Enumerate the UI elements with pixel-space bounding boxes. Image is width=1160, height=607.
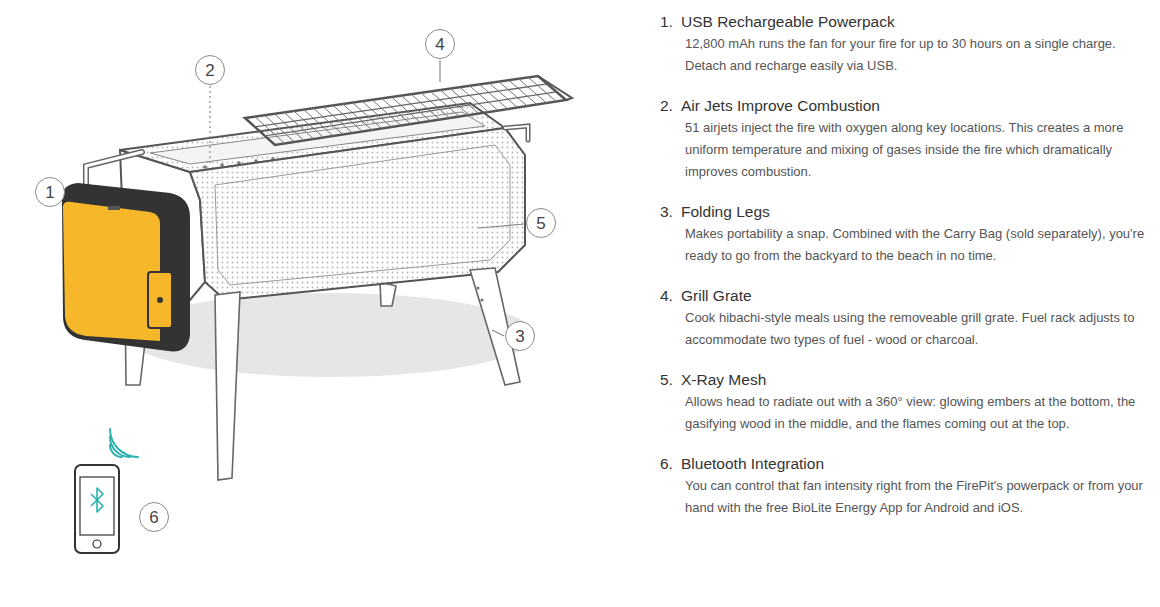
signal-waves xyxy=(110,429,138,457)
feature-description: Cook hibachi-style meals using the remov… xyxy=(685,307,1149,351)
grate-slat xyxy=(352,103,381,129)
callout-text: 5 xyxy=(536,215,545,232)
grate-handle xyxy=(538,76,572,100)
feature-list: 1. USB Rechargeable Powerpack12,800 mAh r… xyxy=(657,11,1149,537)
handle xyxy=(86,152,142,186)
usb-port xyxy=(108,206,120,210)
grate-slat xyxy=(333,105,362,131)
feature-heading: Grill Grate xyxy=(681,285,1149,307)
callout-text: 1 xyxy=(45,184,54,201)
grill-grate xyxy=(245,76,572,145)
grate-frame xyxy=(245,76,566,145)
feature-item: 3. Folding LegsMakes portability a snap. … xyxy=(657,201,1149,267)
feature-heading: Bluetooth Integration xyxy=(681,453,1149,475)
grate-slat xyxy=(382,98,411,124)
grate-slat xyxy=(509,80,537,104)
grate-slat xyxy=(255,117,285,144)
callout-text: 6 xyxy=(149,509,158,526)
callout-number: 4 xyxy=(425,29,455,59)
callout-number: 6 xyxy=(139,502,169,532)
leg xyxy=(215,292,240,480)
list-number: 3. xyxy=(660,201,673,223)
grate-rail xyxy=(255,84,547,127)
list-number: 1. xyxy=(660,11,673,33)
grate-slat xyxy=(313,108,343,134)
grate-slat xyxy=(460,87,489,112)
feature-description: 12,800 mAh runs the fan for your fire fo… xyxy=(685,33,1149,77)
leader-line xyxy=(492,330,504,336)
grate-slat xyxy=(362,101,391,127)
callout-number: 1 xyxy=(35,177,65,207)
grate-slat xyxy=(450,89,479,114)
grate-slat xyxy=(421,93,450,118)
grate-slat xyxy=(528,77,556,101)
grate-slat xyxy=(489,83,517,108)
grate-slat xyxy=(431,91,460,116)
leg-hinge xyxy=(476,286,479,289)
feature-description: You can control that fan intensity right… xyxy=(685,475,1149,519)
grate-slat xyxy=(294,111,324,138)
callout-text: 3 xyxy=(515,328,524,345)
feature-item: 5. X-Ray MeshAllows head to radiate out w… xyxy=(657,369,1149,435)
grate-slat xyxy=(265,115,295,142)
grate-slat xyxy=(470,86,498,111)
handle xyxy=(505,126,528,140)
feature-item: 4. Grill GrateCook hibachi-style meals us… xyxy=(657,285,1149,351)
feature-heading: USB Rechargeable Powerpack xyxy=(681,11,1149,33)
grate-slat xyxy=(440,90,469,115)
grate-slat xyxy=(372,100,401,126)
bluetooth-symbol xyxy=(91,488,103,512)
feature-heading: Folding Legs xyxy=(681,201,1149,223)
handle xyxy=(86,152,142,186)
phone-screen xyxy=(80,477,114,535)
grate-slat xyxy=(401,96,430,121)
grate-slat xyxy=(304,110,334,136)
list-number: 4. xyxy=(660,285,673,307)
grate-slat xyxy=(499,82,527,106)
grate-slat xyxy=(479,84,507,109)
feature-heading: Air Jets Improve Combustion xyxy=(681,95,1149,117)
grate-rail xyxy=(265,92,557,136)
feature-item: 1. USB Rechargeable Powerpack12,800 mAh r… xyxy=(657,11,1149,77)
grate-slat xyxy=(284,112,314,139)
feature-description: 51 airjets inject the fire with oxygen a… xyxy=(685,117,1149,183)
grate-slat xyxy=(343,104,372,130)
powerpack-panel xyxy=(148,272,172,328)
grate-slat xyxy=(392,97,421,123)
feature-description: Allows head to radiate out with a 360° v… xyxy=(685,391,1149,435)
callout-number: 3 xyxy=(505,321,535,351)
leader-line xyxy=(439,60,440,82)
list-number: 2. xyxy=(660,95,673,117)
feature-item: 6. Bluetooth IntegrationYou can control t… xyxy=(657,453,1149,519)
list-number: 5. xyxy=(660,369,673,391)
leader-line xyxy=(478,224,525,228)
leg xyxy=(380,282,396,306)
powerpack-frame xyxy=(62,183,190,351)
powerpack-button xyxy=(157,297,163,303)
callout-number: 5 xyxy=(526,208,556,238)
handle xyxy=(505,126,528,140)
callout-text: 4 xyxy=(435,36,444,53)
mesh-frame xyxy=(215,145,510,285)
grate-slat xyxy=(518,79,546,103)
grate-slat xyxy=(274,114,304,141)
leg-hinge xyxy=(480,298,483,301)
phone-button xyxy=(93,540,101,548)
grate-slat xyxy=(411,94,440,119)
phone xyxy=(75,465,119,553)
grate-slat xyxy=(323,107,352,133)
leader-line xyxy=(209,86,210,164)
list-number: 6. xyxy=(660,453,673,475)
feature-heading: X-Ray Mesh xyxy=(681,369,1149,391)
feature-description: Makes portability a snap. Combined with … xyxy=(685,223,1149,267)
feature-item: 2. Air Jets Improve Combustion51 airjets … xyxy=(657,95,1149,183)
powerpack xyxy=(63,202,160,341)
callout-text: 2 xyxy=(205,62,214,79)
callout-number: 2 xyxy=(195,55,225,85)
